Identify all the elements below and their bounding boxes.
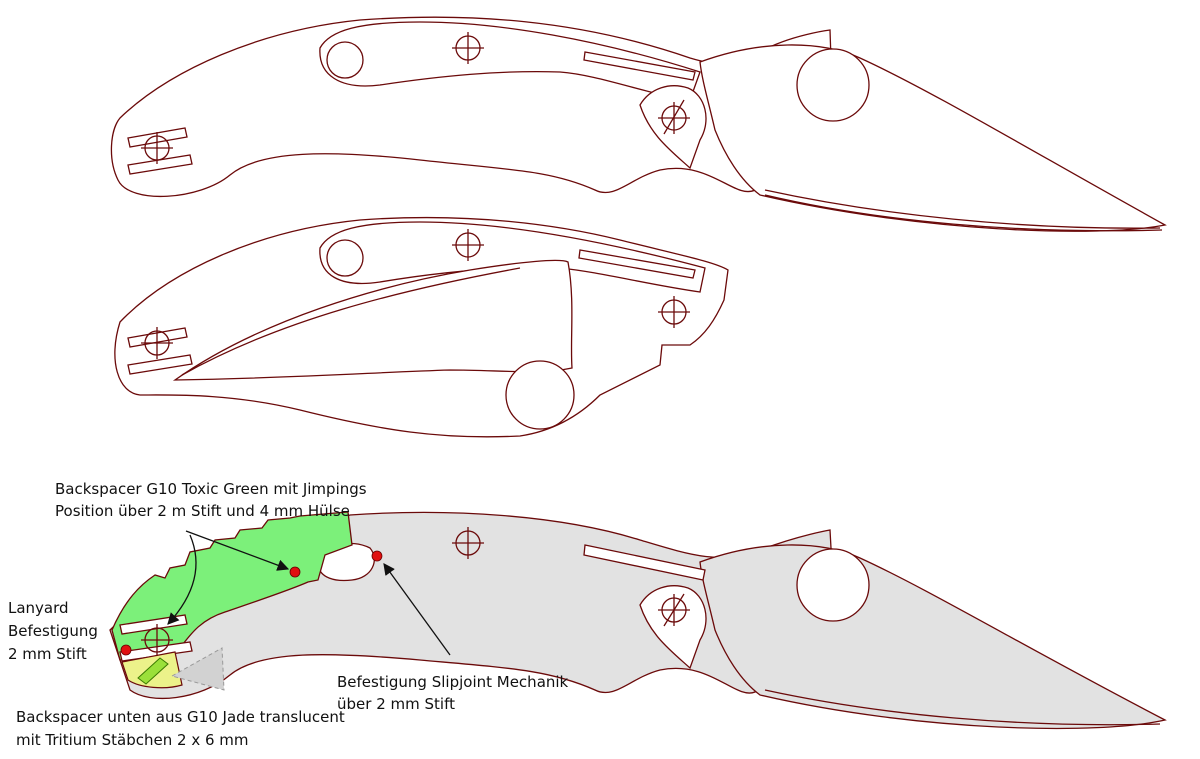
blade-outline: [699, 44, 1167, 232]
label-slipjoint-2: über 2 mm Stift: [337, 695, 455, 713]
blade-filled: [699, 544, 1167, 730]
annotation-lanyard: Lanyard Befestigung 2 mm Stift: [8, 599, 98, 663]
pin-marker-lanyard: [120, 644, 132, 656]
jade-shadow: [170, 647, 225, 691]
pivot-marks-3: [141, 527, 690, 656]
pivot-marks-1: [141, 32, 690, 164]
tritium-vial: [137, 657, 169, 685]
thumb-hole: [796, 48, 870, 122]
label-backspacer-bottom-2: mit Tritium Stäbchen 2 x 6 mm: [16, 731, 249, 749]
pin-marker-backspacer: [289, 566, 301, 578]
pivot-marks-2: [141, 229, 690, 359]
pin-marker-slipjoint: [371, 550, 383, 562]
arrow-slipjoint: [383, 563, 451, 656]
arrow-backspacer-pin: [185, 530, 290, 571]
label-slipjoint-1: Befestigung Slipjoint Mechanik: [337, 673, 569, 691]
annotation-backspacer-bottom: Backspacer unten aus G10 Jade translucen…: [16, 708, 345, 749]
blade-folded: [172, 259, 573, 381]
annotation-slipjoint: Befestigung Slipjoint Mechanik über 2 mm…: [337, 673, 569, 713]
annotation-backspacer-top: Backspacer G10 Toxic Green mit Jimpings …: [55, 480, 367, 520]
label-backspacer-top-2: Position über 2 m Stift und 4 mm Hülse: [55, 502, 350, 520]
knife-open-outline: [110, 16, 1167, 232]
label-backspacer-top-1: Backspacer G10 Toxic Green mit Jimpings: [55, 480, 367, 498]
label-lanyard-2: Befestigung: [8, 622, 98, 640]
knife-closed-outline: [114, 216, 729, 438]
label-lanyard-3: 2 mm Stift: [8, 645, 87, 663]
arrow-lanyard: [167, 534, 197, 625]
label-lanyard-1: Lanyard: [8, 599, 69, 617]
label-backspacer-bottom-1: Backspacer unten aus G10 Jade translucen…: [16, 708, 345, 726]
